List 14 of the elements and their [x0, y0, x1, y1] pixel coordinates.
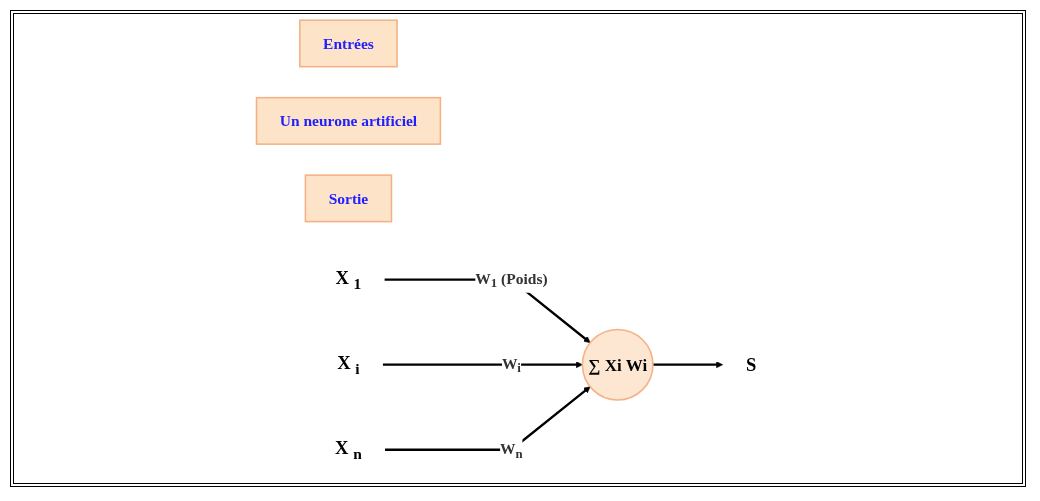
edge-label: W$_{i}$	[501, 354, 521, 376]
node-text: S	[745, 354, 757, 375]
edge-label: W$_{1}$ (Poids)	[475, 269, 548, 291]
node-text: X $_{1}$	[335, 268, 362, 292]
node-box: Sortie	[304, 174, 393, 223]
node-circle: ∑ Xi Wi	[581, 328, 654, 401]
node-box: Entrées	[299, 19, 398, 68]
node-text: X $_{n}$	[335, 438, 362, 463]
edge-label: W$_{n}$	[500, 439, 523, 461]
arrow	[382, 361, 583, 369]
node-box: Un neurone artificiel	[255, 96, 442, 145]
arrow	[652, 361, 723, 369]
node-text: X $_{i}$	[337, 353, 360, 378]
arrow	[385, 386, 591, 451]
